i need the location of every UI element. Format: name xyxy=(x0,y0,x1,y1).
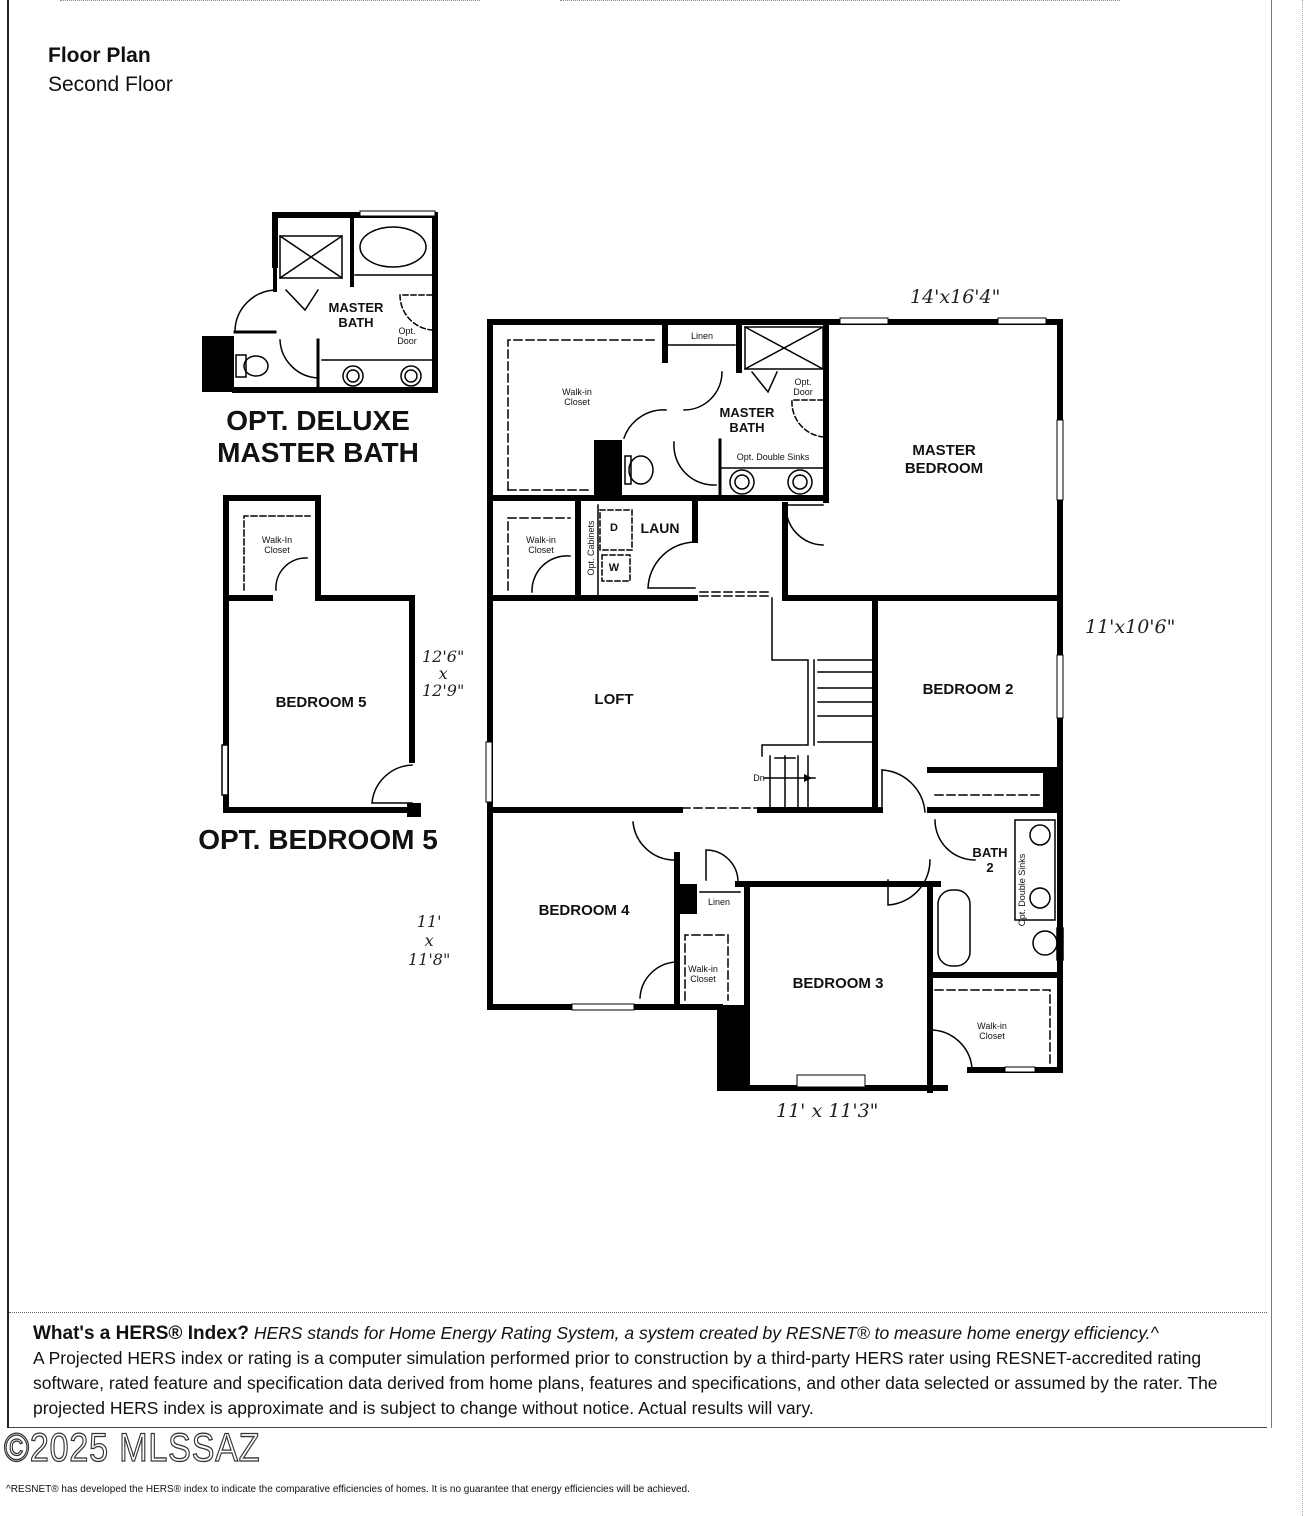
bedroom3-dimension: 11' x 11'3" xyxy=(776,1100,879,1122)
copyright-watermark: ©2025 MLSSAZ xyxy=(3,1425,261,1470)
bedroom4-label: BEDROOM 4 xyxy=(538,902,630,919)
top-border xyxy=(60,0,480,1)
bedroom5-closet-label: Walk-In Closet xyxy=(261,535,293,555)
master-bedroom-label: MASTER BEDROOM xyxy=(904,442,984,477)
master-bedroom-dimension: 14'x16'4" xyxy=(910,286,1001,308)
dryer-label: D xyxy=(610,522,618,534)
opt-cabinets-label: Opt. Cabinets xyxy=(586,520,596,576)
top-border xyxy=(560,0,1120,1)
bedroom4-dimension: 11' x 11'8" xyxy=(408,912,451,969)
master-opt-door-label: Opt. Door xyxy=(793,377,813,397)
bath2-label: BATH 2 xyxy=(972,845,1008,875)
master-closet-label: Walk-in Closet xyxy=(562,387,592,407)
hers-text: What's a HERS® Index? HERS stands for Ho… xyxy=(33,1321,1263,1421)
hers-body: A Projected HERS index or rating is a co… xyxy=(33,1348,1218,1418)
page-title: Floor Plan xyxy=(48,44,151,67)
bedroom5-dimension: 12'6" x 12'9" xyxy=(422,647,465,700)
bedroom4-closet-label: Walk-in Closet xyxy=(688,964,718,984)
bedroom5-caption: OPT. BEDROOM 5 xyxy=(198,824,438,855)
bedroom2-label: BEDROOM 2 xyxy=(922,681,1014,698)
hers-info-box: What's a HERS® Index? HERS stands for Ho… xyxy=(9,1312,1267,1428)
washer-label: W xyxy=(608,562,620,574)
bedroom2-dimension: 11'x10'6" xyxy=(1085,616,1176,638)
main-plan-walls xyxy=(487,319,1063,1093)
right-edge xyxy=(1302,0,1304,1516)
master-bath-label: MASTER BATH xyxy=(719,405,775,435)
page-subtitle: Second Floor xyxy=(48,73,173,96)
hers-question: What's a HERS® Index? xyxy=(33,1323,249,1344)
bedroom3-label: BEDROOM 3 xyxy=(792,975,884,992)
master-opt-double-sinks-label: Opt. Double Sinks xyxy=(736,452,810,462)
upper-closet-label: Walk-in Closet xyxy=(526,535,556,555)
laundry-label: LAUN xyxy=(640,520,680,536)
page-frame xyxy=(7,0,1272,1428)
hers-definition: HERS stands for Home Energy Rating Syste… xyxy=(253,1323,1159,1343)
loft-label: LOFT xyxy=(594,691,634,708)
deluxe-master-bath-label: MASTER BATH xyxy=(328,300,384,330)
linen-hall-label: Linen xyxy=(707,897,731,907)
deluxe-master-bath-caption: OPT. DELUXE MASTER BATH xyxy=(217,405,419,468)
bedroom3-closet-label: Walk-in Closet xyxy=(977,1021,1007,1041)
bedroom5-label: BEDROOM 5 xyxy=(275,694,367,711)
resnet-footnote: ^RESNET® has developed the HERS® index t… xyxy=(6,1484,690,1495)
stairs-down-label: Dn xyxy=(753,773,765,783)
bath2-opt-double-sinks-label: Opt. Double Sinks xyxy=(1017,853,1027,927)
bedroom5-walls xyxy=(223,495,421,817)
linen-master-label: Linen xyxy=(690,331,714,341)
deluxe-opt-door-label: Opt. Door xyxy=(397,326,417,346)
